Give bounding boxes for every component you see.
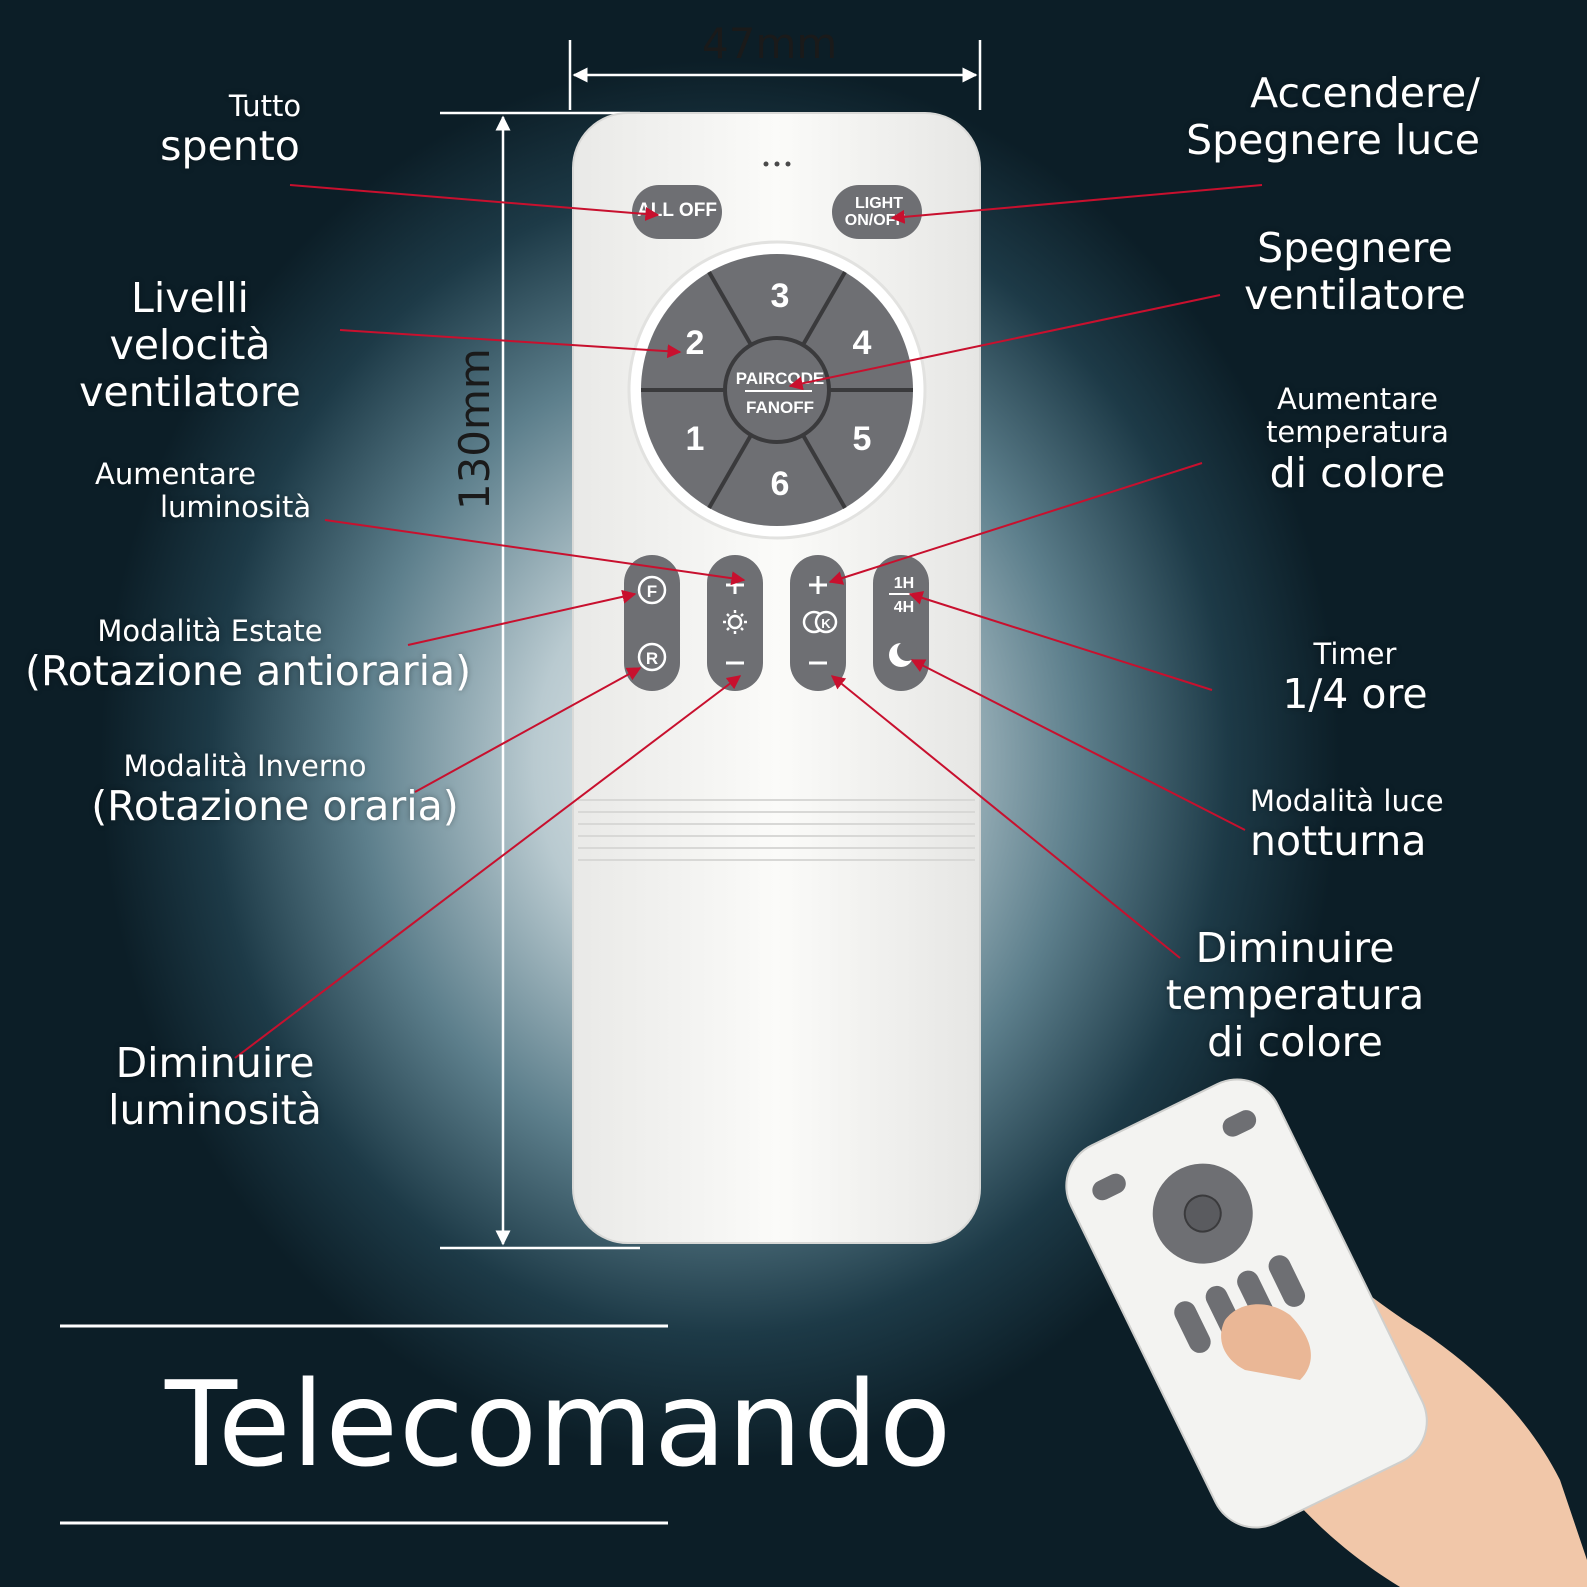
label-diminuire-luminosita: Diminuire luminosità [108, 1039, 322, 1135]
svg-text:FANOFF: FANOFF [746, 398, 814, 417]
title-rules [60, 1324, 668, 1525]
label-tutto-spento: Tutto spento [160, 89, 302, 171]
speed-6-button[interactable]: 6 [771, 465, 790, 503]
speed-3-button[interactable]: 3 [771, 277, 790, 315]
season-rocker[interactable]: F R [624, 555, 680, 691]
winter-mode-button[interactable]: R [646, 649, 658, 668]
label-modalita-estate: Modalità Estate (Rotazione antioraria) [25, 614, 472, 696]
timer-1h-button[interactable]: 1H [894, 575, 914, 592]
svg-text:ON/OFF: ON/OFF [845, 212, 906, 229]
label-modalita-notturna: Modalità luce notturna [1250, 784, 1444, 866]
sun-icon [723, 610, 747, 634]
page-title: Telecomando [165, 1355, 953, 1493]
label-spegnere-ventilatore: Spegnere ventilatore [1244, 224, 1466, 320]
speed-1-button[interactable]: 1 [686, 420, 705, 458]
label-modalita-inverno: Modalità Inverno (Rotazione oraria) [91, 749, 459, 831]
label-timer: Timer 1/4 ore [1282, 637, 1428, 719]
color-temperature-rocker[interactable]: K [790, 555, 846, 691]
remote-control: ALL OFF LIGHT ON/OFF PAIRCODE [572, 112, 981, 1244]
night-mode-icon[interactable] [889, 641, 917, 667]
label-aumentare-temperatura: Aumentare temperatura di colore [1266, 382, 1449, 497]
timer-night-rocker[interactable]: 1H 4H [873, 555, 929, 691]
annotation-arrows [234, 184, 1263, 1059]
timer-4h-button[interactable]: 4H [894, 599, 914, 616]
speed-dial: PAIRCODE FANOFF 3 2 4 1 5 6 [627, 240, 927, 540]
summer-mode-button[interactable]: F [647, 582, 657, 601]
label-accendere-luce: Accendere/ Spegnere luce [1186, 69, 1480, 165]
remote-in-hand-photo [1065, 1078, 1587, 1587]
svg-text:LIGHT: LIGHT [855, 195, 903, 212]
label-aumentare-luminosita: Aumentare luminosità [95, 457, 312, 525]
svg-text:PAIRCODE: PAIRCODE [736, 369, 824, 388]
led-indicator-icon [763, 161, 791, 167]
color-temperature-up-button[interactable] [809, 576, 827, 594]
height-dimension-label: 130mm [449, 348, 499, 511]
svg-text:ALL OFF: ALL OFF [637, 200, 717, 221]
speed-2-button[interactable]: 2 [686, 324, 705, 362]
label-diminuire-temperatura: Diminuire temperatura di colore [1165, 924, 1425, 1067]
light-on-off-button[interactable]: LIGHT ON/OFF [832, 185, 922, 239]
svg-text:K: K [821, 616, 831, 631]
dimension-lines [440, 40, 982, 1250]
width-dimension-label: 47mm [702, 19, 838, 68]
all-off-button[interactable]: ALL OFF [632, 185, 722, 239]
speed-4-button[interactable]: 4 [853, 324, 872, 362]
label-livelli-velocita: Livelli velocità ventilatore [79, 274, 301, 417]
speed-5-button[interactable]: 5 [853, 420, 872, 458]
